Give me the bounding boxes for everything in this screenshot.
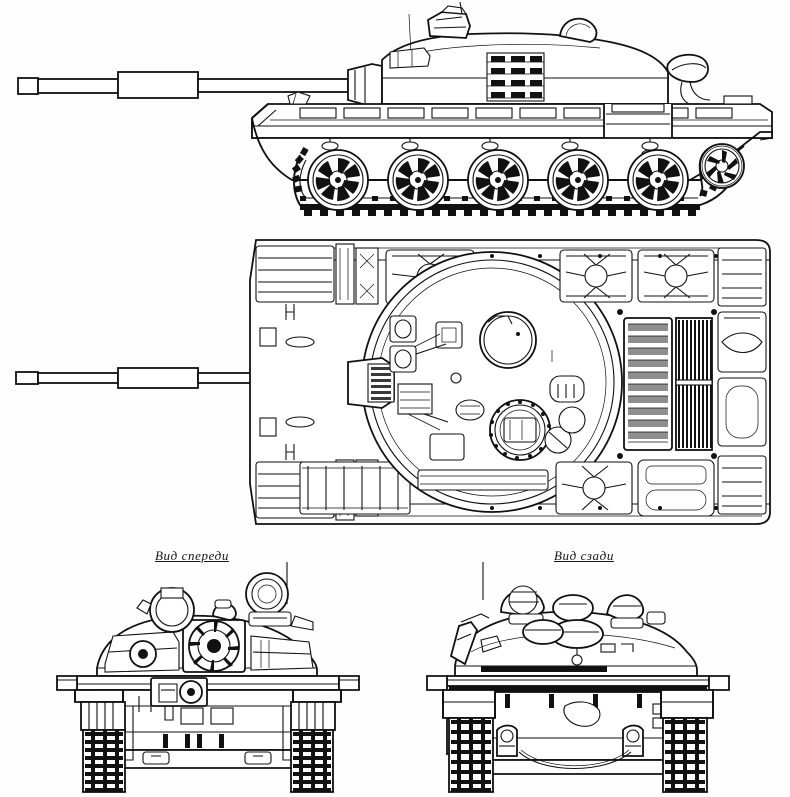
commander-cupola-plan: [489, 399, 551, 461]
top-view: [0, 234, 790, 530]
antenna: [408, 1, 463, 57]
turret-left-dome-rear: [522, 619, 564, 645]
radiator-mesh-panel: [675, 317, 713, 451]
hull-fittings: [259, 315, 465, 461]
commander-cupola-rear: [500, 585, 545, 625]
glacis-front: [90, 689, 326, 751]
engine-deck-hatch-a: [559, 249, 633, 303]
road-wheel: [307, 149, 369, 211]
hull-front-upper: [76, 675, 340, 691]
commander-cupola-front: [136, 587, 195, 633]
spare-track-links: [486, 52, 545, 102]
road-wheel: [467, 149, 529, 211]
loader-hatch-plan: [479, 311, 537, 369]
track-right-rear: [660, 689, 714, 793]
road-wheel: [387, 149, 449, 211]
searchlight-front: [245, 572, 314, 631]
mudguards-rear: [442, 692, 714, 718]
turret-rear-lip: [481, 666, 607, 672]
turret-centre-dome: [212, 599, 237, 621]
snorkel-tube: [449, 613, 490, 666]
engine-deck-grille: [623, 317, 673, 451]
front-fender: [287, 91, 311, 105]
headlamp-cluster: [150, 677, 208, 721]
side-view: [0, 0, 790, 232]
commander-cupola: [427, 5, 471, 39]
gun-mantlet: [347, 63, 383, 107]
road-wheels: [307, 149, 689, 211]
front-deck-hatch-lower: [299, 461, 411, 515]
road-wheel: [627, 149, 689, 211]
rear-view: [425, 560, 735, 795]
front-fenders: [56, 675, 360, 691]
turret-periscopes: [435, 321, 586, 454]
track-left-front: [74, 689, 126, 793]
unditching-beam: [417, 469, 549, 491]
grab-handles: [285, 304, 295, 460]
turret-mantlet-plan: [347, 357, 395, 409]
gun-mantlet-front: [182, 619, 246, 673]
hull-front-lower: [106, 749, 310, 769]
rear-deck-lower-boxes: [555, 459, 715, 517]
infrared-searchlight: [666, 53, 711, 107]
loader-hatch: [559, 17, 598, 43]
hull-rivets: [490, 254, 718, 510]
loader-hatch-rear: [550, 594, 604, 666]
turret-left-stowage: [104, 631, 180, 673]
track-left-rear: [442, 689, 496, 793]
drive-sprocket: [699, 143, 745, 189]
track-right-front: [290, 689, 342, 793]
engine-deck-hatch-b: [637, 249, 715, 303]
rear-hull-plate: [723, 95, 773, 141]
rear-fenders: [426, 675, 730, 691]
front-view: [55, 560, 365, 795]
turret-right-dome-rear: [605, 594, 666, 629]
turret-right-stowage: [250, 635, 314, 671]
mudguards-front: [74, 690, 342, 761]
front-view-caption: Вид спереди: [155, 548, 229, 563]
driver-compartment-plate: [355, 247, 379, 305]
turret-rear-blocks: [480, 635, 634, 653]
glacis-plate: [251, 103, 277, 127]
rear-view-caption: Вид сзади: [554, 548, 614, 563]
towing-hooks-rear: [496, 724, 644, 757]
road-wheel: [547, 149, 609, 211]
turret-stowage-box: [389, 47, 431, 69]
rear-stowage-boxes: [717, 247, 767, 515]
fender-fuel-tanks-upper: [255, 243, 355, 305]
